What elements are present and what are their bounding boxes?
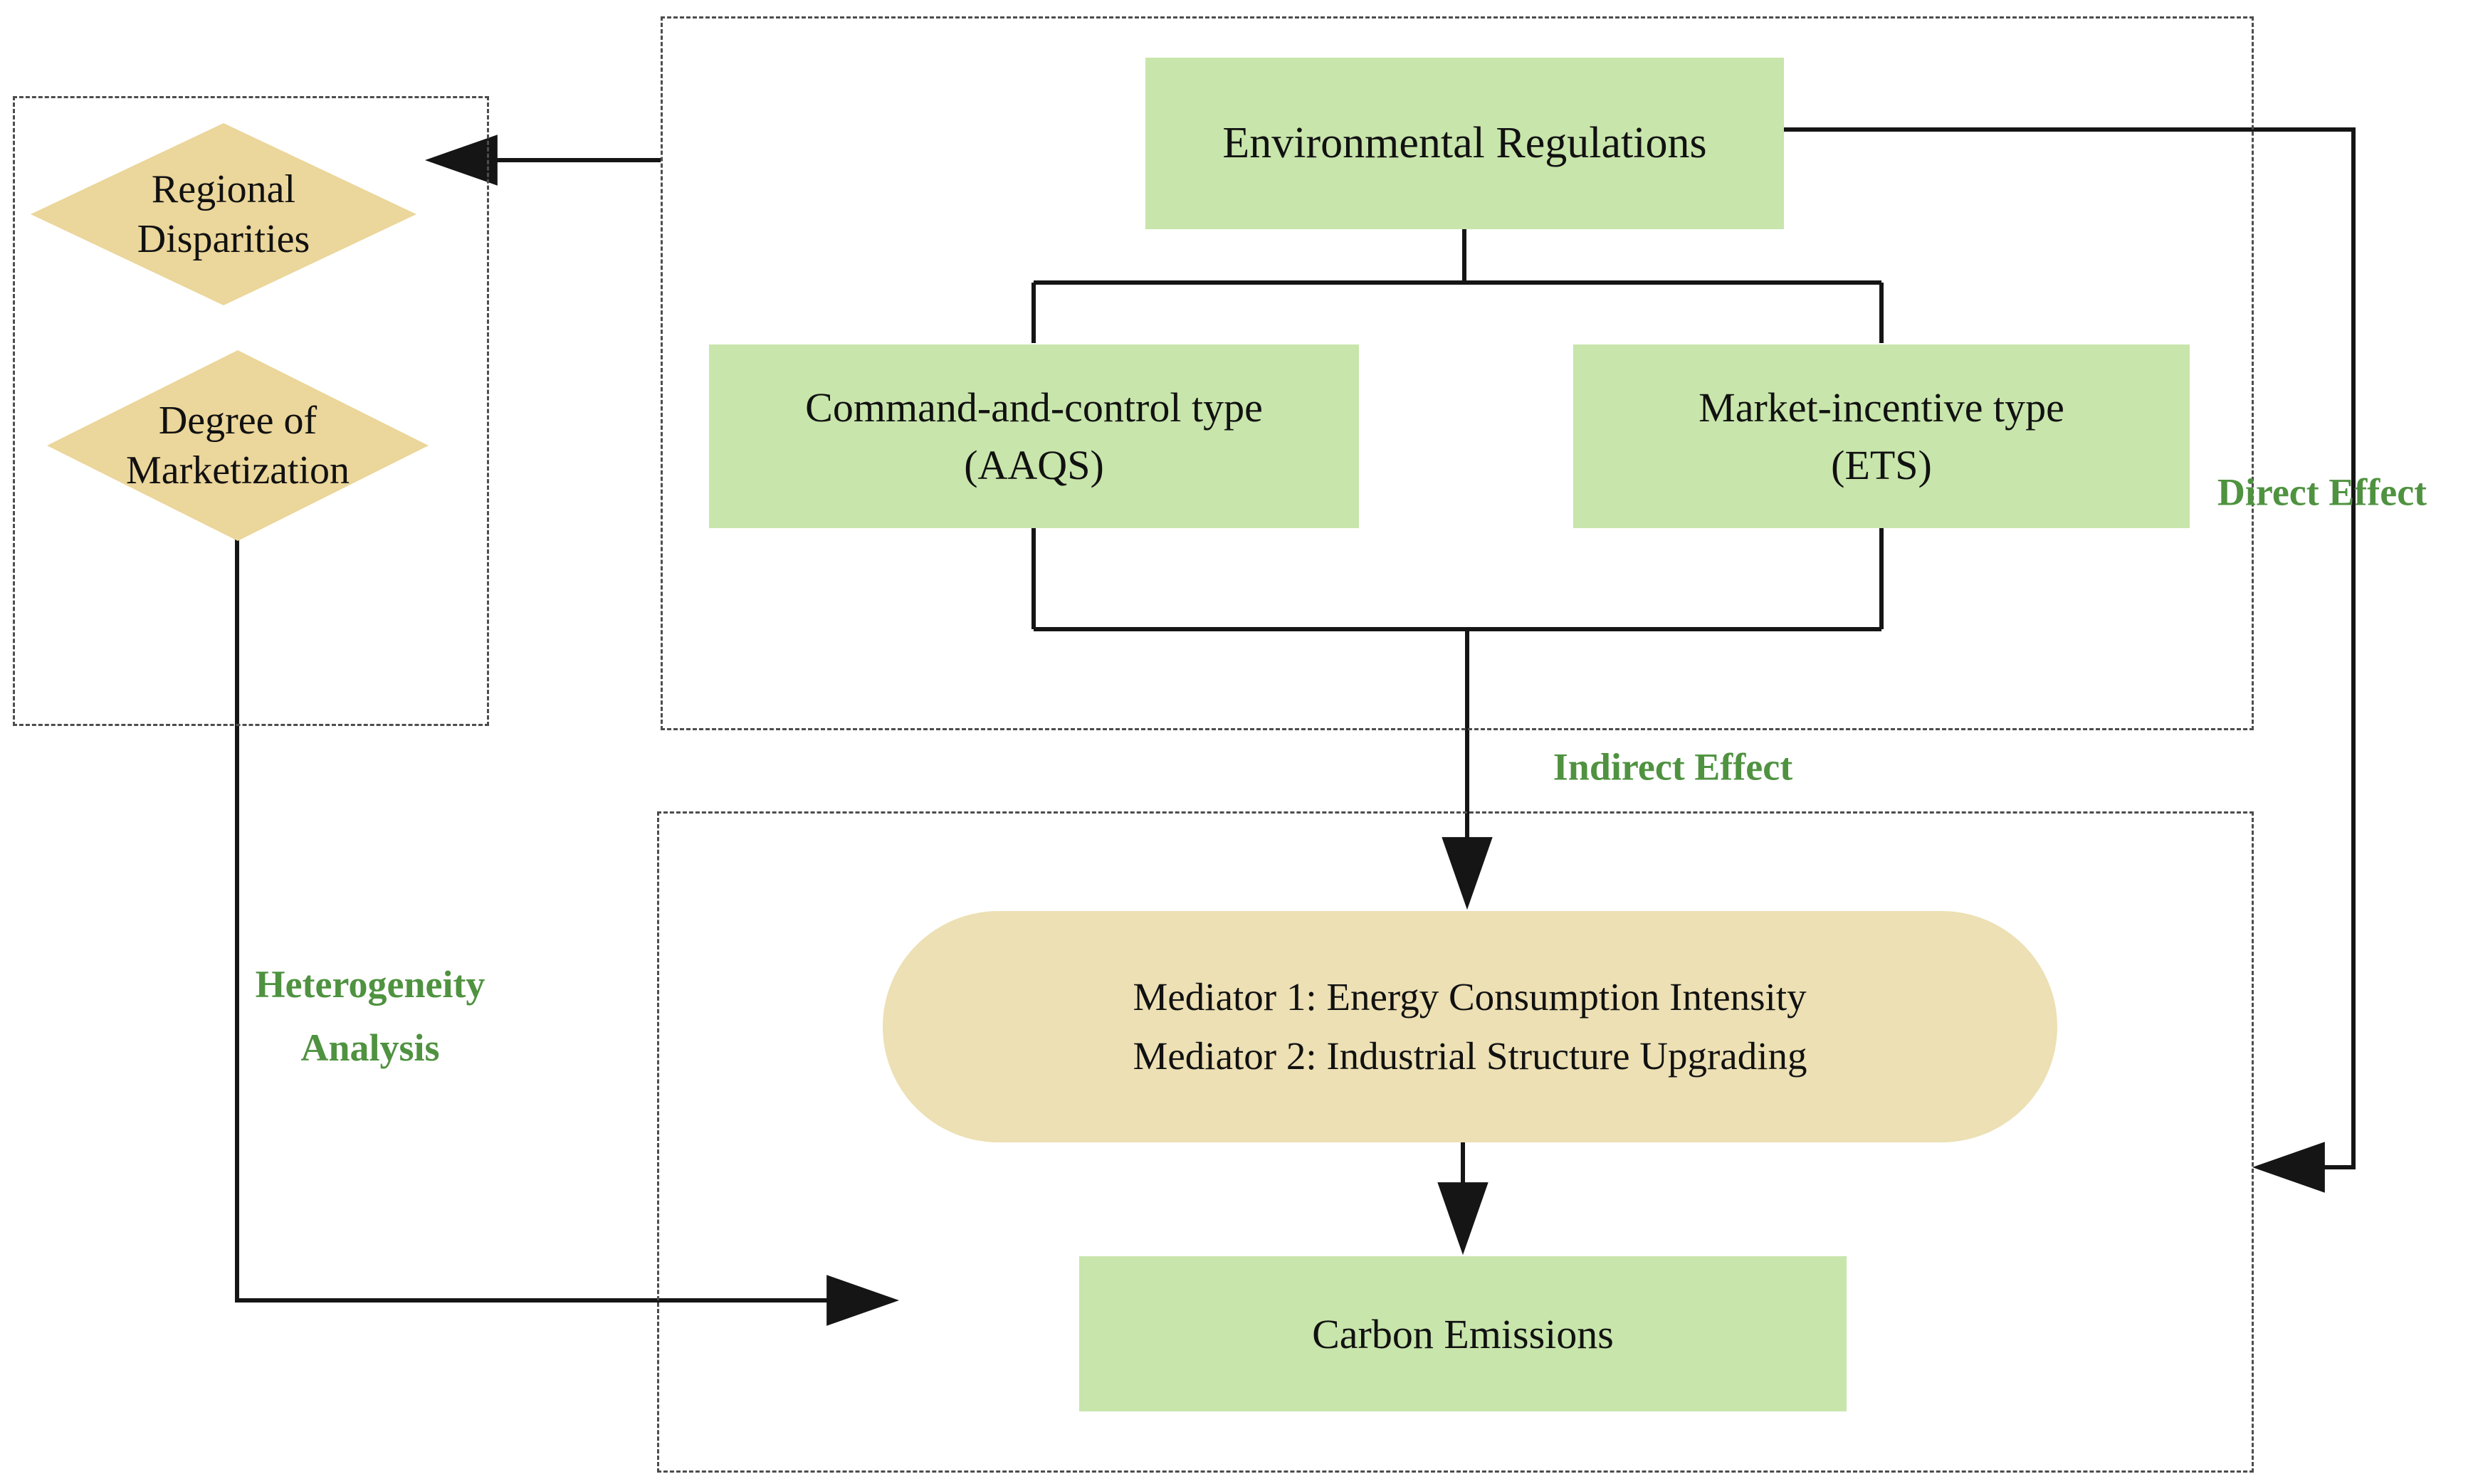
label-heterogeneity-line1: Heterogeneity	[255, 962, 485, 1006]
node-environmental-regulations-label: Environmental Regulations	[1222, 119, 1707, 168]
node-environmental-regulations: Environmental Regulations	[1145, 58, 1784, 229]
node-regional-line2: Disparities	[137, 217, 310, 261]
node-marketization-line1: Degree of	[158, 399, 317, 443]
node-command-line2: (AAQS)	[964, 442, 1104, 488]
node-mediator-line1: Mediator 1: Energy Consumption Intensity	[1133, 975, 1807, 1019]
label-direct-effect: Direct Effect	[2217, 470, 2427, 514]
node-market-line1: Market-incentive type	[1699, 384, 2064, 431]
node-marketization-line2: Marketization	[125, 448, 350, 493]
node-command-line1: Command-and-control type	[805, 384, 1263, 431]
node-carbon-emissions-label: Carbon Emissions	[1312, 1310, 1614, 1357]
node-mediators-text: Mediator 1: Energy Consumption Intensity…	[1133, 968, 1807, 1085]
left-heterogeneity-group-frame	[13, 96, 489, 726]
node-command-and-control: Command-and-control type (AAQS)	[709, 344, 1359, 528]
node-mediator-line2: Mediator 2: Industrial Structure Upgradi…	[1133, 1033, 1807, 1078]
label-heterogeneity-line2: Analysis	[300, 1026, 440, 1069]
node-carbon-emissions: Carbon Emissions	[1079, 1256, 1847, 1411]
bottom-mediation-group-frame	[657, 811, 2254, 1473]
node-market-incentive: Market-incentive type (ETS)	[1573, 344, 2190, 528]
node-mediators: Mediator 1: Energy Consumption Intensity…	[883, 911, 2057, 1142]
node-market-line2: (ETS)	[1831, 442, 1932, 488]
top-regulations-group-frame	[661, 16, 2254, 730]
label-indirect-effect: Indirect Effect	[1553, 745, 1793, 789]
node-regional-line1: Regional	[151, 167, 296, 211]
label-heterogeneity-analysis: Heterogeneity Analysis	[256, 953, 485, 1080]
